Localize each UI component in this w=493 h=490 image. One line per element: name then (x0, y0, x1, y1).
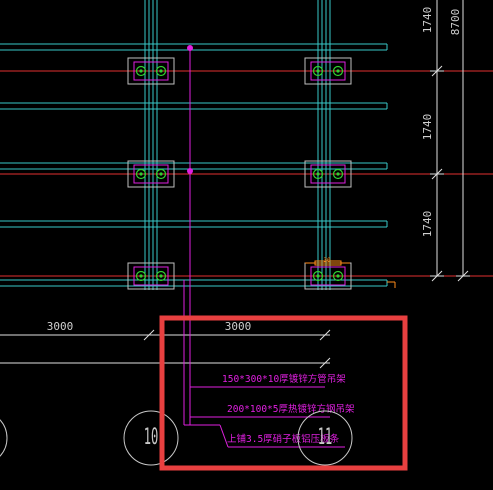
connection-plate (304, 160, 352, 188)
connection-plates (127, 57, 352, 290)
plate-inner (310, 61, 346, 81)
bolt-center (139, 69, 143, 73)
connection-plate (127, 262, 175, 290)
bolt-ring (332, 168, 344, 180)
connection-plate (304, 57, 352, 85)
bolt-circle-icon (332, 65, 344, 77)
bolt-ring (312, 168, 324, 180)
bolt-circle-icon (332, 168, 344, 180)
connection-plate (127, 160, 175, 188)
bolt-center (159, 274, 163, 278)
annotation-text-2: 200*100*5厚热镀锌方钢吊架 (227, 403, 355, 415)
dim-tick (143, 329, 155, 341)
bolt-ring (135, 270, 147, 282)
bolt-center (336, 274, 340, 278)
annotation-text-3: 上铺3.5厚硝子板铝压板条 (227, 433, 340, 445)
dim-text-horizontal-right: 3000 (225, 320, 252, 333)
axis-bubble-icon: 11 (297, 410, 353, 466)
dimension-lines (0, 0, 470, 369)
leader-line (219, 424, 229, 448)
axis-label-11: 11 (318, 426, 333, 451)
bolt-center (139, 172, 143, 176)
bolt-circle-icon (135, 168, 147, 180)
plate-outline (127, 57, 175, 85)
plate-inner (133, 61, 169, 81)
plate-inner (133, 164, 169, 184)
bolt-center (336, 69, 340, 73)
bolt-ring (155, 65, 167, 77)
bolt-circle-icon (312, 168, 324, 180)
leader-dot (187, 45, 193, 51)
plate-outline (304, 160, 352, 188)
bolt-circle-icon (332, 270, 344, 282)
plate-outline (304, 57, 352, 85)
bolt-circle-icon (155, 270, 167, 282)
plate-inner (133, 266, 169, 286)
bolt-ring (135, 65, 147, 77)
bolt-circle-icon (155, 65, 167, 77)
bolt-circle-icon (312, 65, 324, 77)
bolt-circle-icon (135, 65, 147, 77)
bolt-center (316, 172, 320, 176)
plate-inner (310, 266, 346, 286)
dim-text-vertical-3: 1740 (421, 211, 434, 238)
bolt-ring (155, 168, 167, 180)
connection-plate (127, 57, 175, 85)
plate-inner (310, 164, 346, 184)
column-lines (144, 0, 331, 290)
bolt-center (139, 274, 143, 278)
bolt-circle-icon (135, 270, 147, 282)
dim-text-small-tag: 30 (323, 257, 331, 264)
bolt-circle-icon (312, 270, 324, 282)
dim-text-vertical-1: 1740 (421, 7, 434, 34)
bolt-center (316, 274, 320, 278)
dim-tick (319, 357, 331, 369)
grid-lines (0, 70, 493, 277)
bolt-center (159, 172, 163, 176)
axis-label-10: 10 (144, 426, 159, 451)
connection-plate (304, 260, 352, 290)
plate-outline (127, 262, 175, 290)
axis-bubble-icon: 10 (123, 410, 179, 466)
bolt-center (336, 172, 340, 176)
dim-text-horizontal-left: 3000 (47, 320, 74, 333)
axis-bubble-partial-icon (0, 419, 8, 457)
annotation-leaders (183, 45, 345, 448)
bolt-circle-icon (155, 168, 167, 180)
bolt-ring (312, 65, 324, 77)
bolt-ring (312, 270, 324, 282)
plate-outline (127, 160, 175, 188)
steel-beams (0, 43, 396, 288)
bolt-ring (155, 270, 167, 282)
selection-box[interactable] (159, 315, 408, 471)
bolt-ring (332, 270, 344, 282)
dim-text-vertical-2: 1740 (421, 114, 434, 141)
dim-text-total: 8700 (449, 9, 462, 36)
bolt-ring (135, 168, 147, 180)
leader-dot (187, 168, 193, 174)
annotation-text-1: 150*300*10厚镀锌方管吊架 (222, 373, 346, 385)
bolt-ring (332, 65, 344, 77)
dim-tick (319, 329, 331, 341)
bolt-center (159, 69, 163, 73)
bolt-center (316, 69, 320, 73)
